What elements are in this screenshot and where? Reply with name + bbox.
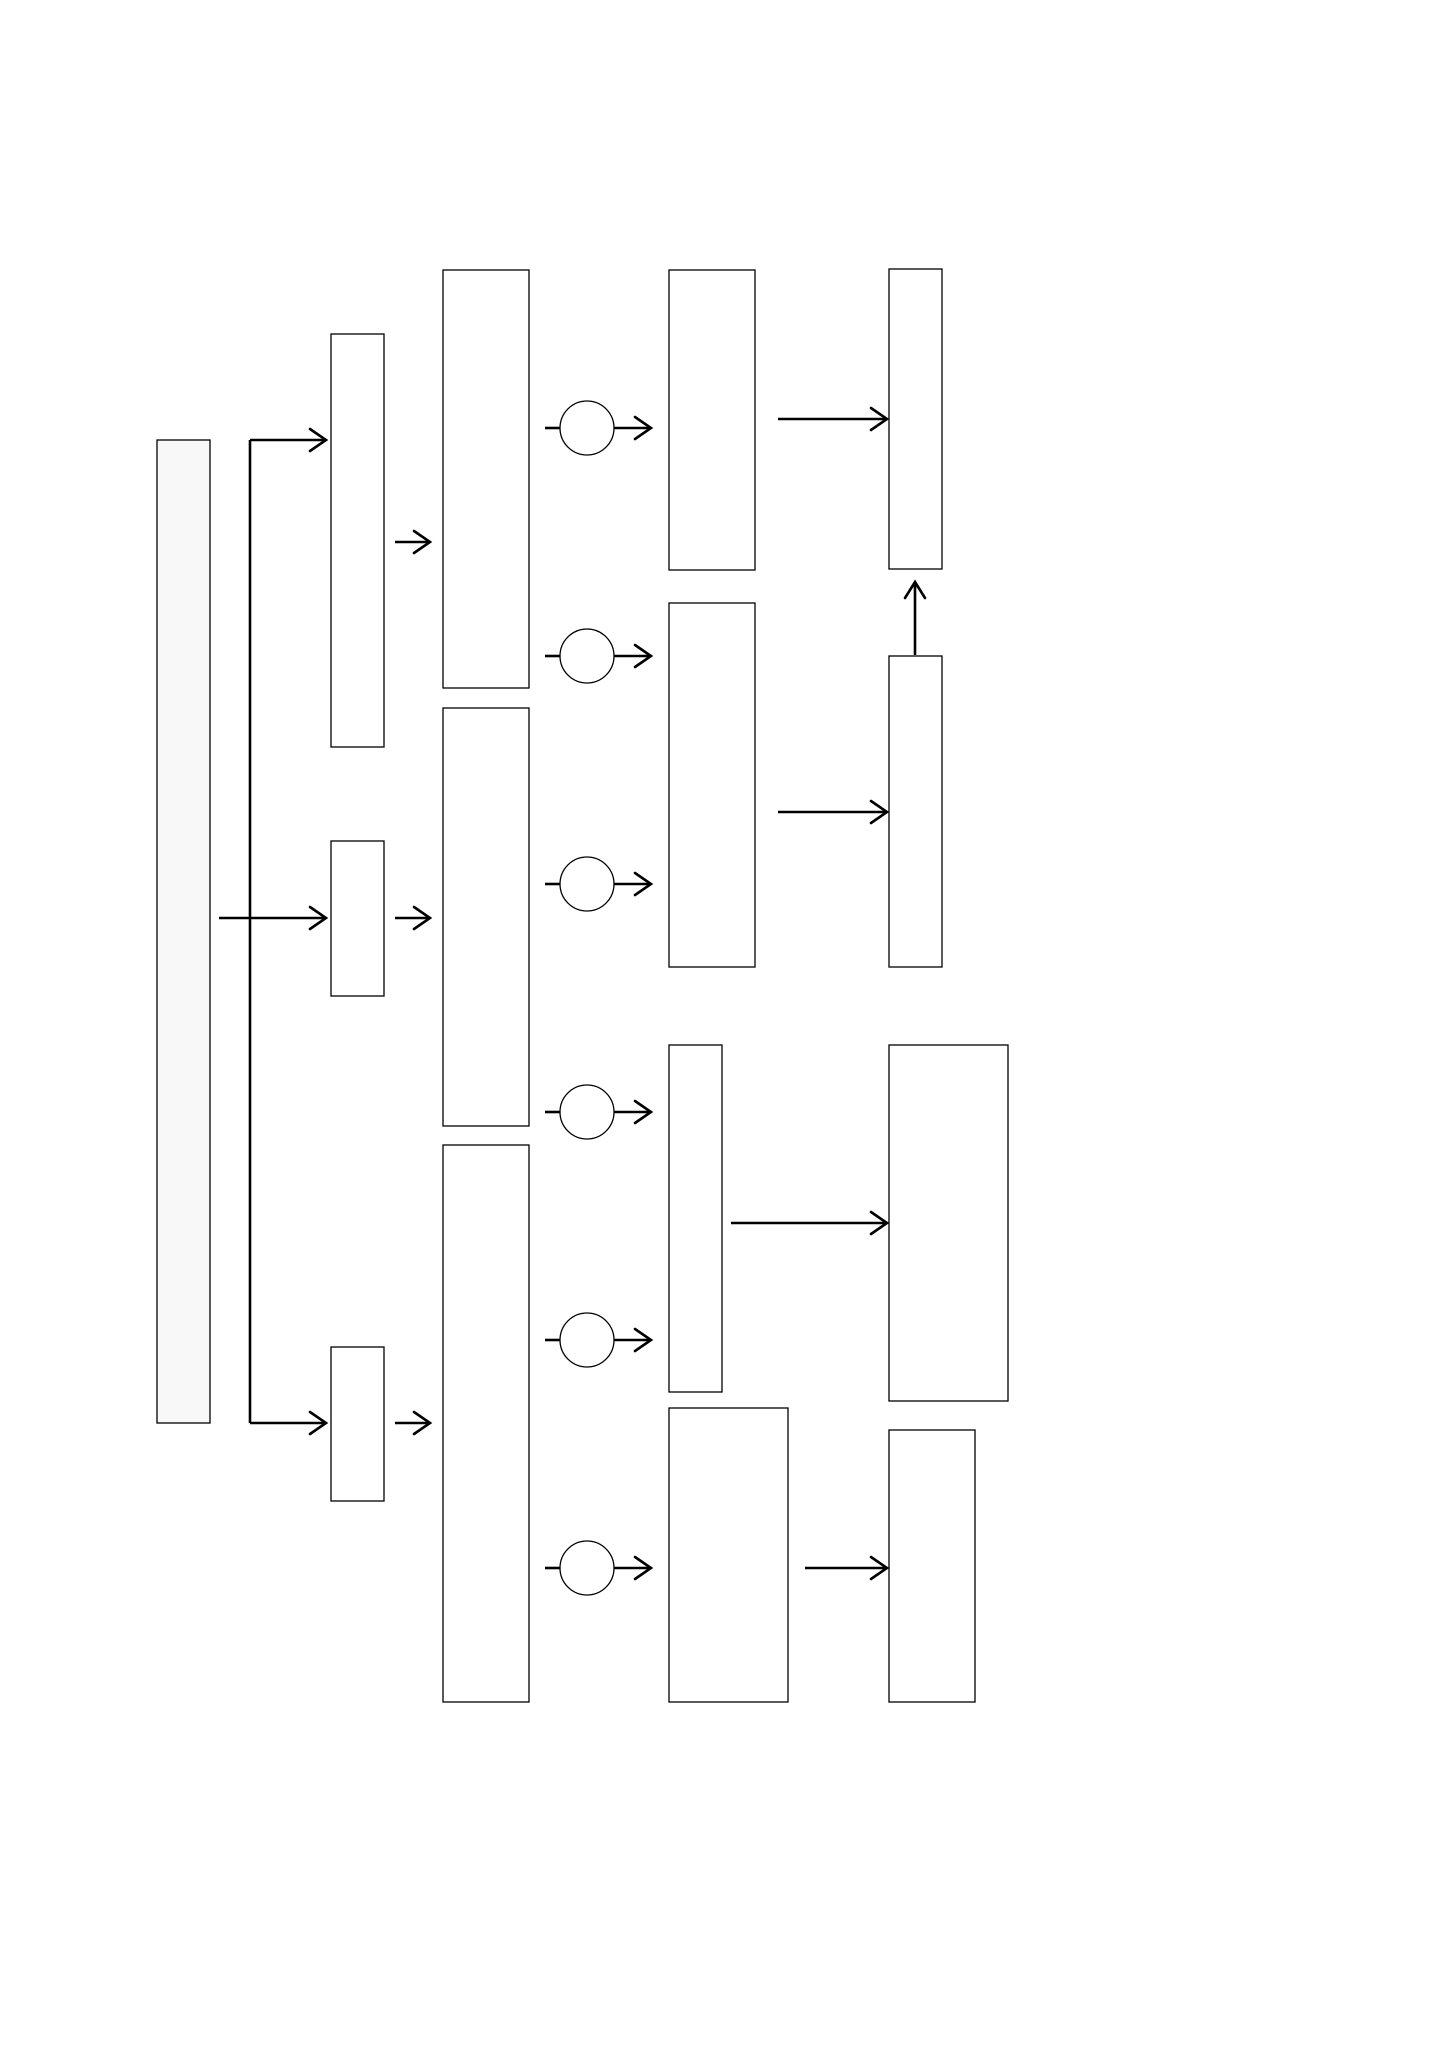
arrow-intermediate-2-to-output-2-head [869,799,890,825]
arrow-output-2-to-output-1-head [903,579,927,600]
input-block [156,439,211,1424]
operator-node-6 [545,1540,654,1596]
branch-block-top [330,333,385,748]
operator-node-4 [545,1084,654,1140]
intermediate-block-1 [668,269,756,571]
branch-arrowhead-top [308,427,329,453]
intermediate-block-3 [668,1044,723,1393]
operator-circle [559,400,615,456]
branch-block-bottom [330,1346,385,1502]
output-block-1 [888,268,943,570]
stage-block-middle [442,707,530,1127]
output-block-4 [888,1429,976,1703]
output-block-2 [888,655,943,968]
operator-node-5 [545,1312,654,1368]
operator-node-2 [545,628,654,684]
operator-circle [559,1084,615,1140]
operator-circle [559,1540,615,1596]
arrow-intermediate-1-to-output-1-head [869,406,890,432]
operator-node-3 [545,856,654,912]
arrow-intermediate-4-to-output-4-head [869,1555,890,1581]
operator-circle [559,1312,615,1368]
branch-block-middle [330,840,385,997]
branch-arrowhead-bottom [308,1410,329,1436]
branch-arrowhead-middle [308,905,329,931]
stage-block-top [442,269,530,689]
operator-circle [559,856,615,912]
stage-block-bottom [442,1144,530,1703]
operator-circle [559,628,615,684]
intermediate-block-2 [668,602,756,968]
intermediate-block-4 [668,1407,789,1703]
operator-node-1 [545,400,654,456]
arrow-intermediate-3-to-output-3-head [869,1210,890,1236]
arrow-branch-middle-to-stage-middle-head [412,905,433,931]
arrow-branch-bottom-to-stage-bottom-head [412,1410,433,1436]
arrow-branch-top-to-stage-top-head [412,529,433,555]
output-block-3 [888,1044,1009,1402]
